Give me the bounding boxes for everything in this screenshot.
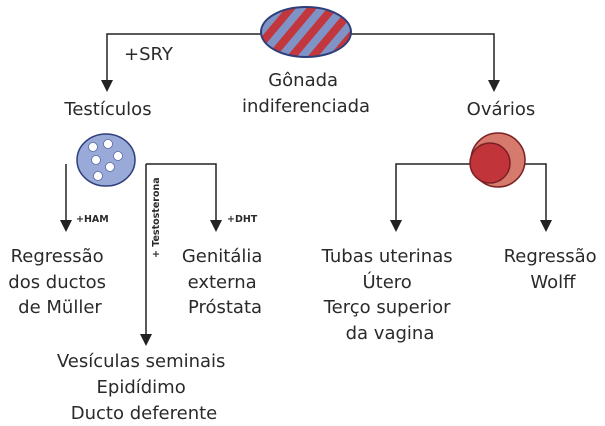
line-to-wolff-regression [522,163,547,222]
muller-line: Regressão [11,246,104,267]
arrowhead [210,220,222,232]
testis-label: Testículos [63,99,151,120]
gonad-label: Gônada indiferenciada [242,70,370,117]
genitalia-text: Genitália externa Próstata [182,246,268,318]
ovary-icon [469,132,526,188]
ovary-label: Ovários [467,99,536,120]
arrowhead [540,220,552,232]
arrowhead [60,220,72,232]
arrowhead [390,220,402,232]
genitalia-line: Genitália [182,246,263,267]
wolff-regression-line: Wolff [530,272,576,293]
arrowhead [101,80,113,92]
wolff-derivatives-line: Vesículas seminais [57,351,226,372]
arrowhead [488,80,500,92]
muller-regression-text: Regressão dos ductos de Müller [8,246,111,318]
testosterone-label: + Testosterona [151,177,162,258]
wolff-derivatives-text: Vesículas seminais Epidídimo Ducto defer… [57,351,231,424]
genitalia-line: Próstata [188,297,262,318]
dht-label: +DHT [227,214,258,225]
line-to-genitalia [146,163,217,222]
connector-lines [65,33,547,336]
arrowheads [60,80,552,346]
wolff-derivatives-line: Ducto deferente [71,403,218,424]
genitalia-line: externa [188,272,257,293]
striped-oval-icon [260,6,352,58]
wolff-regression-line: Regressão [504,246,597,267]
female-tracts-text: Tubas uterinas Útero Terço superior da v… [321,246,459,344]
line-to-ovary [351,33,495,82]
female-tracts-line: da vagina [346,323,435,344]
arrowhead [140,334,152,346]
wolff-derivatives-line: Epidídimo [97,377,186,398]
line-to-testis [106,33,262,82]
testis-icon [76,133,136,187]
female-tracts-line: Terço superior [323,297,451,318]
gonad-label-line: indiferenciada [242,96,370,117]
gonad-label-line: Gônada [268,70,338,91]
sry-label: +SRY [124,44,174,65]
line-to-female-tracts [395,163,474,222]
female-tracts-line: Tubas uterinas [321,246,453,267]
wolff-regression-text: Regressão Wolff [504,246,603,293]
muller-line: de Müller [18,297,102,318]
ham-label: +HAM [76,214,109,225]
female-tracts-line: Útero [362,271,411,293]
muller-line: dos ductos [8,272,106,293]
